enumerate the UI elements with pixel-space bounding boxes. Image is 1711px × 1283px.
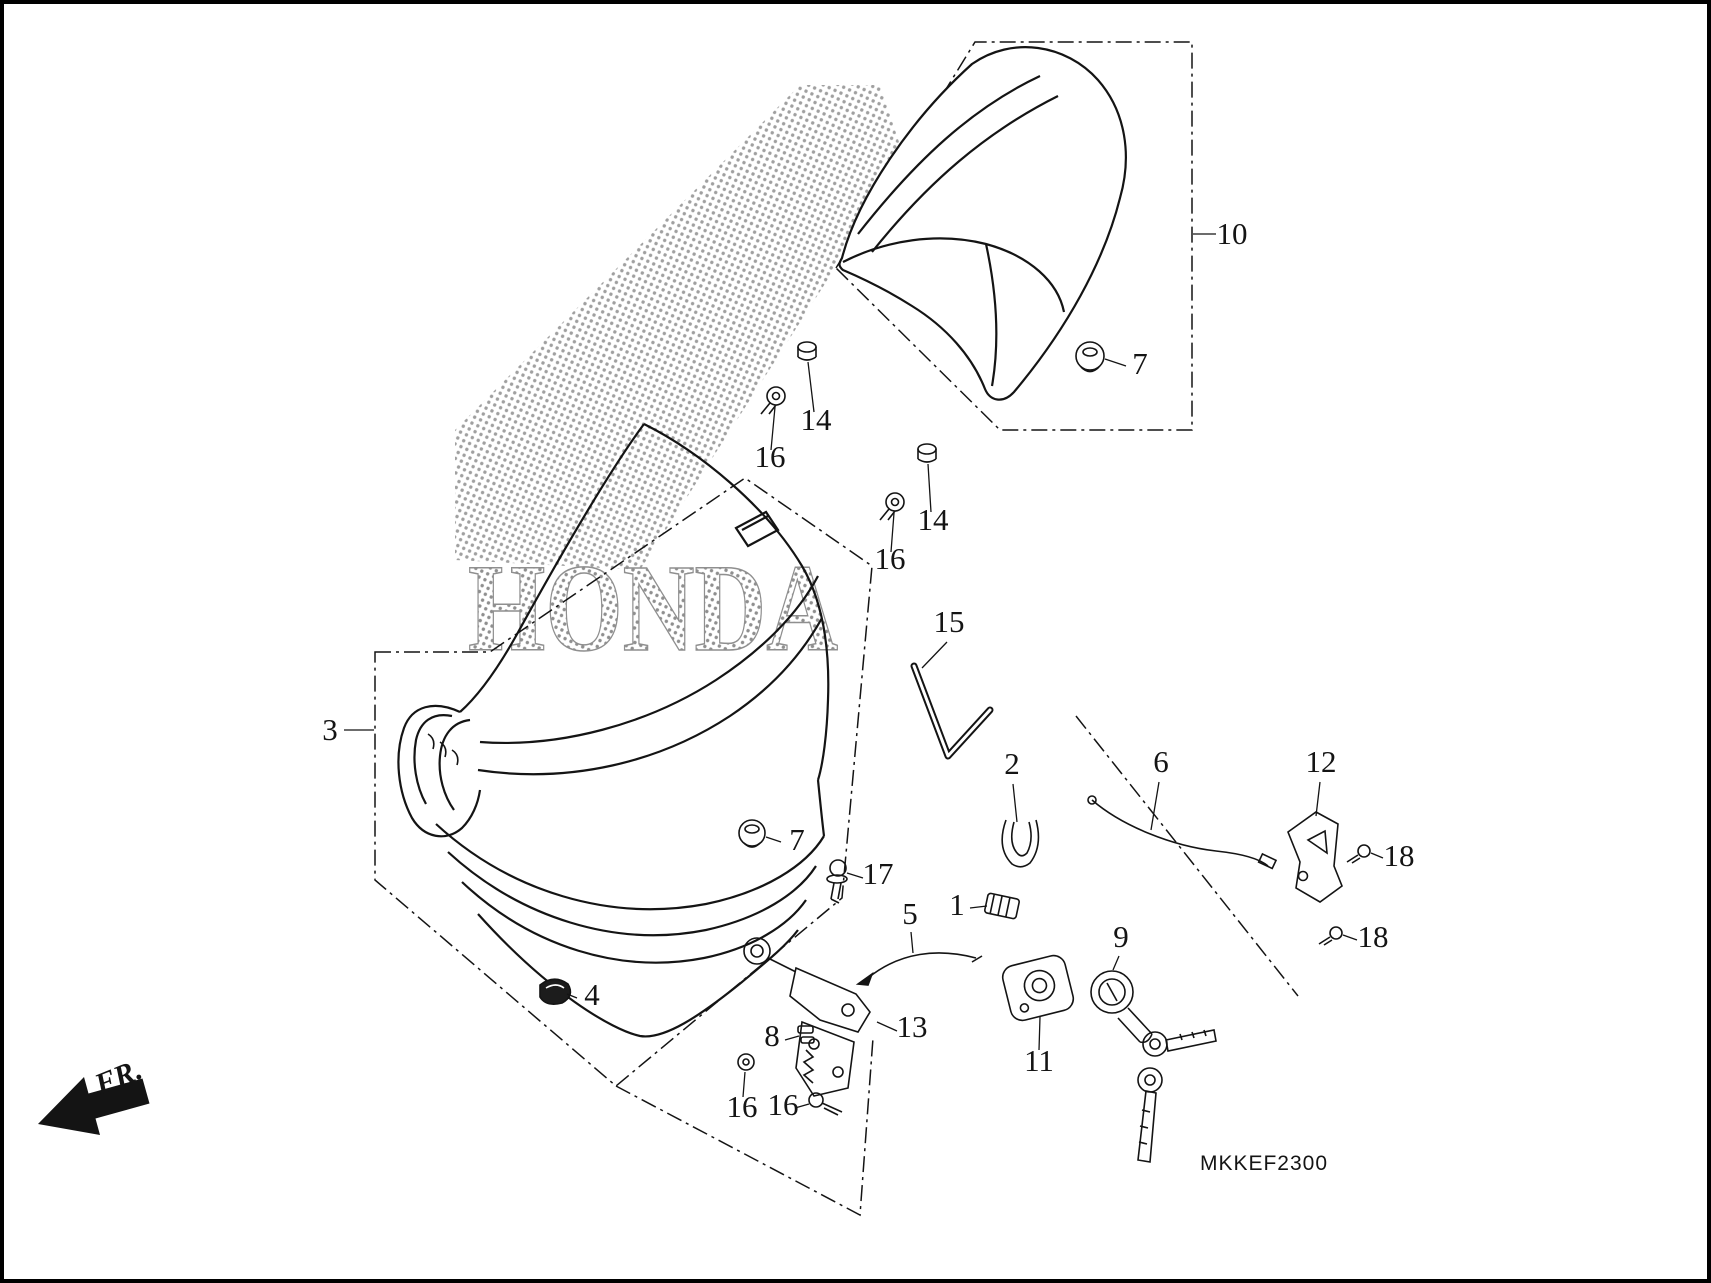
- callout-16b: 16: [875, 541, 906, 576]
- halftone-swoosh: [455, 85, 905, 570]
- seat-surface-edges: [477, 575, 823, 776]
- callout-13: 13: [897, 1009, 928, 1044]
- screw-upper-right: [1346, 844, 1371, 864]
- callout-18a: 18: [1384, 838, 1415, 873]
- callout-9: 9: [1113, 919, 1129, 954]
- callout-16a: 16: [755, 439, 786, 474]
- main-seat-drawing: [397, 423, 830, 1038]
- bolt-upper-right: [879, 492, 905, 521]
- collar-washer-upper-left: [797, 341, 817, 361]
- flange-bolt: [826, 859, 848, 904]
- seat-back-ridge: [643, 423, 830, 781]
- seat-skirt-contours: [435, 823, 825, 1038]
- seat-nose-hatch: [427, 733, 459, 766]
- diagram-code: MKKEF2300: [1200, 1152, 1328, 1175]
- latch-spring: [802, 1049, 815, 1084]
- callout-14a: 14: [801, 402, 833, 437]
- key-b: [1137, 1067, 1163, 1163]
- seat-right-edge: [816, 779, 826, 837]
- rear-seat-drawing: [838, 46, 1127, 401]
- seat-left-edge: [459, 423, 645, 713]
- seat-clip: [1001, 819, 1040, 868]
- collar-washer-upper-right: [917, 443, 937, 463]
- seat-nose-contours: [413, 714, 471, 811]
- latch-boundary-line: [615, 1037, 874, 1217]
- callout-7a: 7: [1132, 346, 1148, 381]
- key-a: [1142, 1029, 1217, 1057]
- callout-16c: 16: [727, 1089, 758, 1124]
- callout-labels: 3 10 7 14 16 14 16 15 2 6 12 18 18 7 17 …: [322, 216, 1414, 1124]
- seat-nose: [397, 704, 482, 838]
- lock-boundary-line: [1075, 715, 1299, 997]
- callout-16d: 16: [768, 1087, 799, 1122]
- callout-17: 17: [863, 856, 894, 891]
- callout-12: 12: [1306, 744, 1337, 779]
- lock-cylinder-set: [1090, 970, 1217, 1163]
- callout-5: 5: [902, 896, 918, 931]
- front-direction-marker: FR.: [38, 1053, 150, 1135]
- leader-lines: [344, 233, 1384, 1109]
- lock-base-plate: [1001, 954, 1075, 1022]
- rear-seat-boundary: [835, 41, 1193, 431]
- seat-top-tab: [734, 510, 780, 548]
- callout-11: 11: [1024, 1043, 1054, 1078]
- small-parts: [539, 341, 1371, 1163]
- rear-seat-surface-lines: [857, 75, 1059, 253]
- seat-latch-assembly: [743, 937, 871, 1097]
- screw-lower-right: [1318, 926, 1343, 946]
- callout-2: 2: [1004, 746, 1020, 781]
- main-seat-boundary: [374, 477, 873, 1087]
- rear-seat-crease: [842, 237, 1066, 387]
- callout-7b: 7: [789, 822, 805, 857]
- front-arrow-icon: [38, 1077, 150, 1135]
- latch-knob: [743, 937, 771, 965]
- cable-short: [855, 952, 983, 986]
- callout-4: 4: [584, 977, 600, 1012]
- support-rod: [910, 662, 994, 760]
- callout-10: 10: [1217, 216, 1248, 251]
- seat-lock-cable: [1087, 795, 1278, 870]
- callout-15: 15: [934, 604, 965, 639]
- grommet-upper: [1075, 341, 1105, 373]
- lock-bracket: [1287, 811, 1343, 903]
- screw-bottom: [808, 1092, 843, 1116]
- callout-3: 3: [322, 712, 338, 747]
- grommet-lower: [738, 819, 766, 848]
- callout-8: 8: [764, 1018, 780, 1053]
- rear-seat-outline: [838, 46, 1127, 401]
- callout-18b: 18: [1358, 919, 1389, 954]
- callout-14b: 14: [918, 502, 950, 537]
- callout-1: 1: [949, 887, 965, 922]
- collar-set: [797, 1025, 815, 1044]
- callout-6: 6: [1153, 744, 1169, 779]
- bolt-upper-left: [760, 386, 786, 415]
- washer-bottom: [737, 1053, 755, 1071]
- assembly-boundaries: [374, 41, 1299, 1217]
- striker-plate: [984, 892, 1020, 920]
- honda-watermark: HONDA: [468, 540, 838, 678]
- rubber-pad: [539, 978, 572, 1005]
